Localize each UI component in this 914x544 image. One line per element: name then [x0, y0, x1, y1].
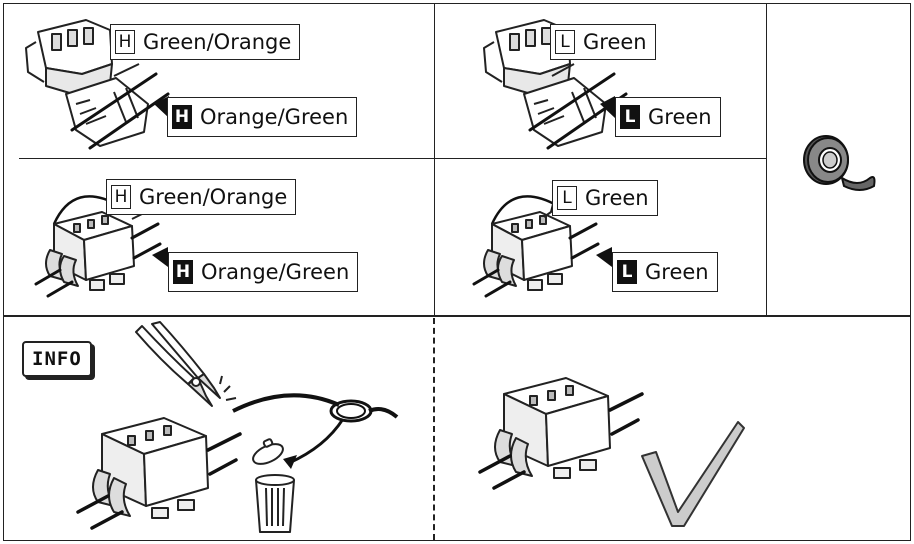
- label-text: Green/Orange: [143, 30, 291, 54]
- label-text: Green/Orange: [139, 185, 287, 209]
- divider-col-2: [766, 4, 767, 315]
- l-outline-square: L: [557, 186, 577, 210]
- trash-bin-icon: [244, 436, 314, 536]
- label-text: Green: [585, 186, 649, 210]
- label-text: Orange/Green: [200, 105, 348, 129]
- label-upper: H Green/Orange: [110, 24, 300, 60]
- label-text: Green: [645, 260, 709, 284]
- divider-dashed: [433, 318, 435, 540]
- closed-connector-icon: [74, 404, 244, 534]
- label-lower: H Orange/Green: [168, 252, 358, 292]
- label-upper: L Green: [552, 180, 658, 216]
- h-outline-square: H: [115, 30, 135, 54]
- label-text: Orange/Green: [201, 260, 349, 284]
- closed-connector-icon: [476, 364, 646, 494]
- h-filled-square: H: [172, 105, 192, 129]
- label-lower: L Green: [615, 97, 721, 137]
- label-text: Green: [648, 105, 712, 129]
- tape-roll-icon: [800, 132, 880, 194]
- info-badge: INFO: [22, 341, 92, 377]
- checkmark-icon: [640, 420, 750, 530]
- label-text: Green: [583, 30, 647, 54]
- label-upper: L Green: [550, 24, 656, 60]
- l-filled-square: L: [617, 260, 637, 284]
- h-outline-square: H: [111, 185, 131, 209]
- divider-row-2: [4, 315, 910, 317]
- label-lower: H Orange/Green: [167, 97, 357, 137]
- label-upper: H Green/Orange: [106, 179, 296, 215]
- l-filled-square: L: [620, 105, 640, 129]
- label-lower: L Green: [612, 252, 718, 292]
- l-outline-square: L: [555, 30, 575, 54]
- h-filled-square: H: [173, 260, 193, 284]
- diagram-frame: H Green/Orange H Orange/Green L Green L: [3, 3, 911, 541]
